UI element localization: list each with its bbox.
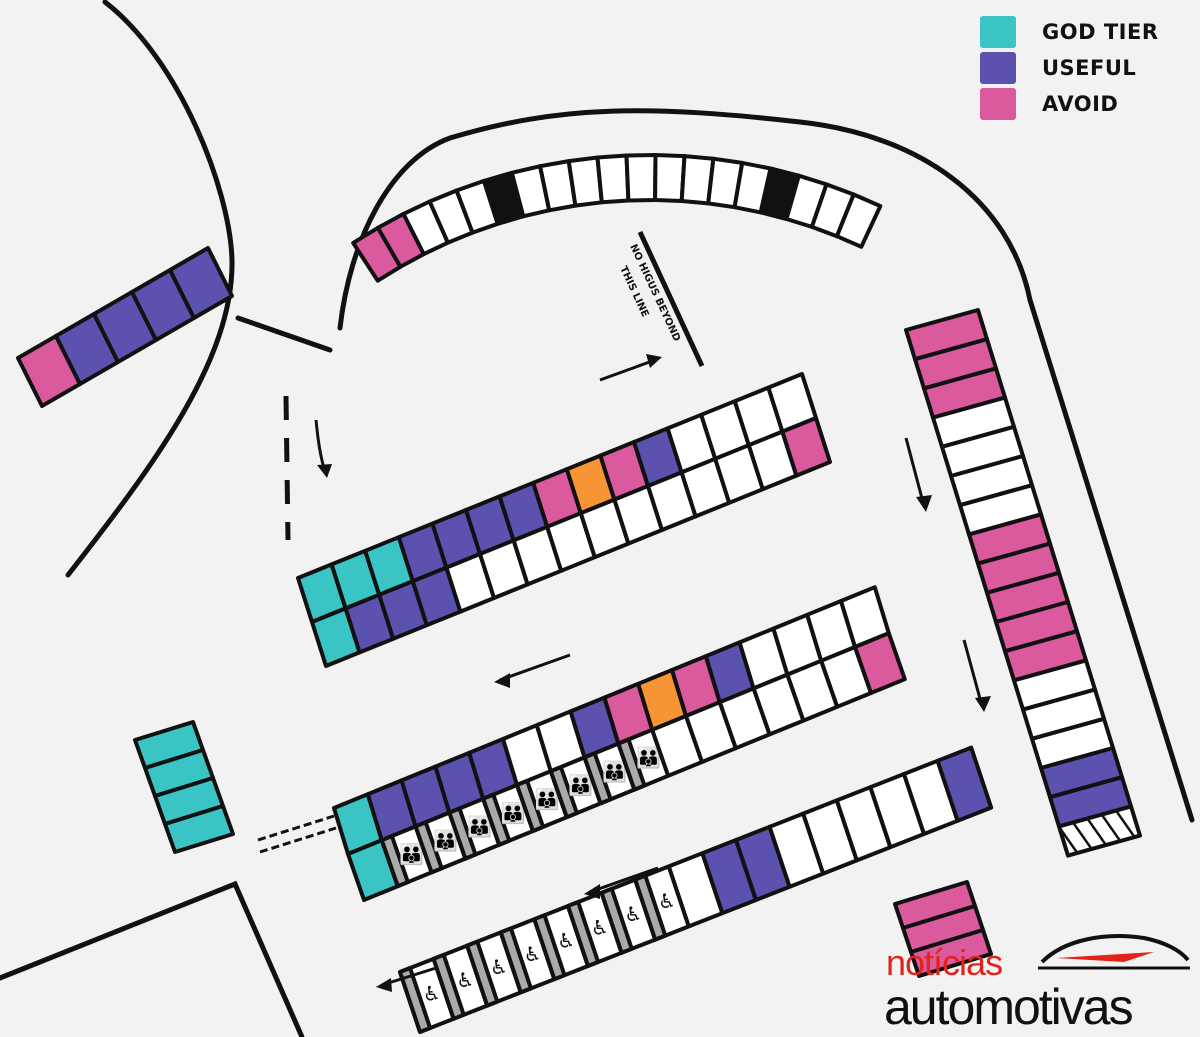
bottom-row-stripe: [431, 952, 466, 1021]
middle-row-lower-stripe: [481, 792, 512, 847]
arrow-left-icon: [589, 866, 659, 894]
middle-row-lower-stripe: [447, 806, 478, 861]
outer-road-edge: [337, 108, 1195, 823]
bottom-row-stripe: [532, 913, 567, 982]
bottom-row-stripe: [398, 966, 433, 1034]
legend-item-god-tier: GOD TIER: [980, 14, 1159, 50]
legend: GOD TIER USEFUL AVOID: [980, 14, 1159, 122]
arrow-right-icon: [599, 358, 656, 382]
legend-swatch-god-tier: [980, 16, 1016, 48]
middle-row-lower-spot: [853, 631, 907, 695]
top-row-lower-spot: [780, 416, 832, 478]
family-icon: 👪: [568, 773, 593, 797]
wheelchair-icon: ♿: [490, 955, 508, 979]
left-curve-road: [65, 0, 235, 578]
watermark-logo: notícias automotivas: [884, 928, 1194, 1035]
arrow-down-icon: [314, 419, 327, 473]
car-logo-icon: [1038, 934, 1190, 970]
family-icon: 👪: [433, 828, 458, 852]
right-column-spot: [1057, 804, 1142, 858]
left-curve-spot: [168, 246, 234, 320]
bottom-row-stripe: [566, 900, 601, 968]
no-higus-sign: NO HIGUS BEYOND THIS LINE: [617, 230, 705, 368]
bottom-row-stripe: [465, 939, 500, 1008]
left-block-spot: [163, 804, 235, 854]
family-icon: 👪: [535, 787, 560, 811]
arrow-left-icon: [499, 653, 571, 682]
wheelchair-icon: ♿: [456, 968, 474, 992]
family-icon: 👪: [636, 746, 661, 770]
watermark-bottom-text: automotivas: [884, 979, 1134, 1035]
middle-row-lower-stripe: [413, 820, 444, 875]
middle-row-lower-stripe: [582, 751, 613, 806]
family-icon: 👪: [602, 759, 627, 783]
top-arc-spot: [624, 153, 658, 203]
family-icon: 👪: [467, 815, 492, 839]
bottom-left-road: [0, 880, 305, 1037]
wheelchair-icon: ♿: [591, 915, 609, 939]
top-arc-spot: [653, 153, 687, 203]
entrance-line: [235, 315, 333, 353]
arrow-down-icon: [962, 639, 984, 707]
legend-label-god-tier: GOD TIER: [1042, 20, 1159, 44]
wheelchair-icon: ♿: [658, 889, 676, 913]
family-icon: 👪: [501, 801, 526, 825]
arrow-down-icon: [904, 437, 926, 507]
top-arc-spot: [834, 192, 883, 249]
parking-spots: 👪 👪 👪 👪 👪 👪 👪 👪 ♿ ♿ ♿ ♿ ♿ ♿ ♿ ♿: [16, 153, 1142, 1034]
bottom-row-stripe: [498, 926, 533, 995]
wheelchair-icon: ♿: [423, 981, 441, 1005]
legend-label-useful: USEFUL: [1042, 56, 1137, 80]
top-arc-spot: [595, 153, 631, 205]
middle-row-lower-stripe: [548, 765, 579, 820]
bottom-row-stripe: [633, 873, 668, 942]
watermark-top-text: notícias: [886, 942, 1003, 983]
middle-row-lower-stripe: [379, 834, 410, 889]
legend-label-avoid: AVOID: [1042, 92, 1119, 116]
legend-item-useful: USEFUL: [980, 50, 1159, 86]
middle-row-lower-stripe: [616, 737, 647, 792]
footpath: [257, 814, 337, 854]
legend-item-avoid: AVOID: [980, 86, 1159, 122]
wheelchair-icon: ♿: [524, 942, 542, 966]
wheelchair-icon: ♿: [624, 902, 642, 926]
middle-row-lower-stripe: [515, 778, 546, 833]
bottom-row-stripe: [599, 886, 634, 955]
right-corner-spot: [909, 928, 993, 978]
arrow-heads: [317, 354, 991, 992]
dashed-lane: [283, 395, 291, 541]
wheelchair-icon: ♿: [557, 929, 575, 953]
legend-swatch-avoid: [980, 88, 1016, 120]
bottom-row-spot: [935, 745, 994, 823]
legend-swatch-useful: [980, 52, 1016, 84]
family-icon: 👪: [399, 842, 424, 866]
